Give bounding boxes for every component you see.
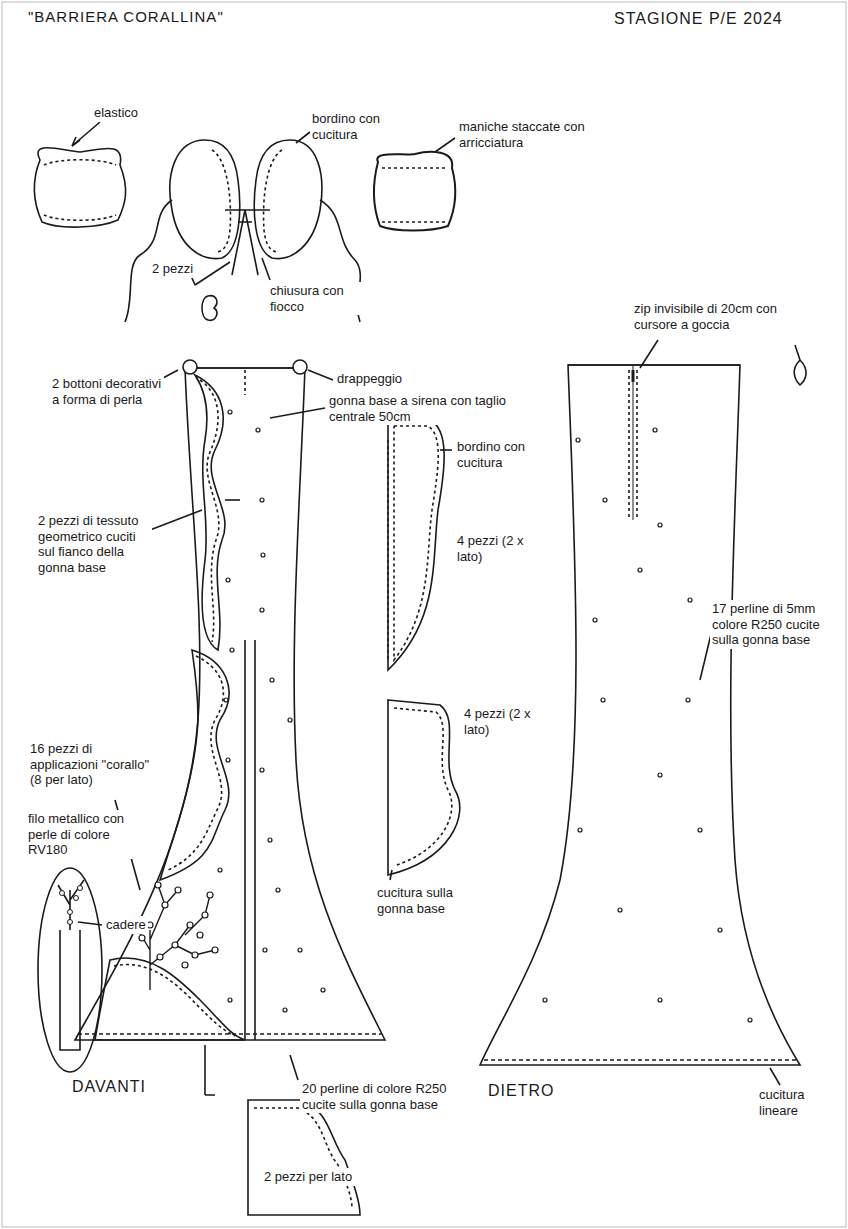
annotation-label: bordino con cucitura — [455, 438, 549, 471]
annotation-label: maniche staccate con arricciatura — [457, 118, 611, 151]
annotation-label: chiusura con fiocco — [268, 282, 362, 315]
annotation-label: 2 pezzi — [150, 260, 195, 278]
annotation-label: elastico — [92, 104, 140, 122]
annotation-label: DAVANTI — [70, 1076, 148, 1097]
annotation-label: 4 pezzi (2 x lato) — [462, 705, 536, 738]
annotation-label: drappeggio — [335, 370, 404, 388]
annotation-label: cucitura lineare — [757, 1086, 841, 1119]
annotation-label: 2 pezzi di tessuto geometrico cuciti sul… — [36, 512, 152, 576]
annotation-label: 17 perline di 5mm colore R250 cucite sul… — [710, 600, 839, 649]
annotation-label: cucitura sulla gonna base — [375, 884, 489, 917]
annotation-label: 4 pezzi (2 x lato) — [455, 532, 529, 565]
annotation-label: 2 pezzi per lato — [262, 1168, 376, 1186]
annotation-label: bordino con cucitura — [310, 110, 424, 143]
annotation-label: 2 bottoni decorativi a forma di perla — [50, 375, 164, 408]
sketch-title: "BARRIERA CORALLINA" — [28, 8, 224, 25]
annotation-label: filo metallico con perle di colore RV180 — [26, 810, 140, 859]
annotation-label: DIETRO — [486, 1080, 556, 1101]
annotation-label: 20 perline di colore R250 cucite sulla g… — [300, 1080, 479, 1113]
annotation-label: STAGIONE P/E 2024 — [612, 8, 785, 29]
annotation-label: gonna base a sirena con taglio centrale … — [327, 392, 511, 425]
annotation-label: zip invisibile di 20cm con cursore a goc… — [632, 300, 826, 333]
annotation-label: cadere — [104, 916, 148, 934]
annotation-label: 16 pezzi di applicazioni "corallo" (8 pe… — [28, 740, 162, 789]
